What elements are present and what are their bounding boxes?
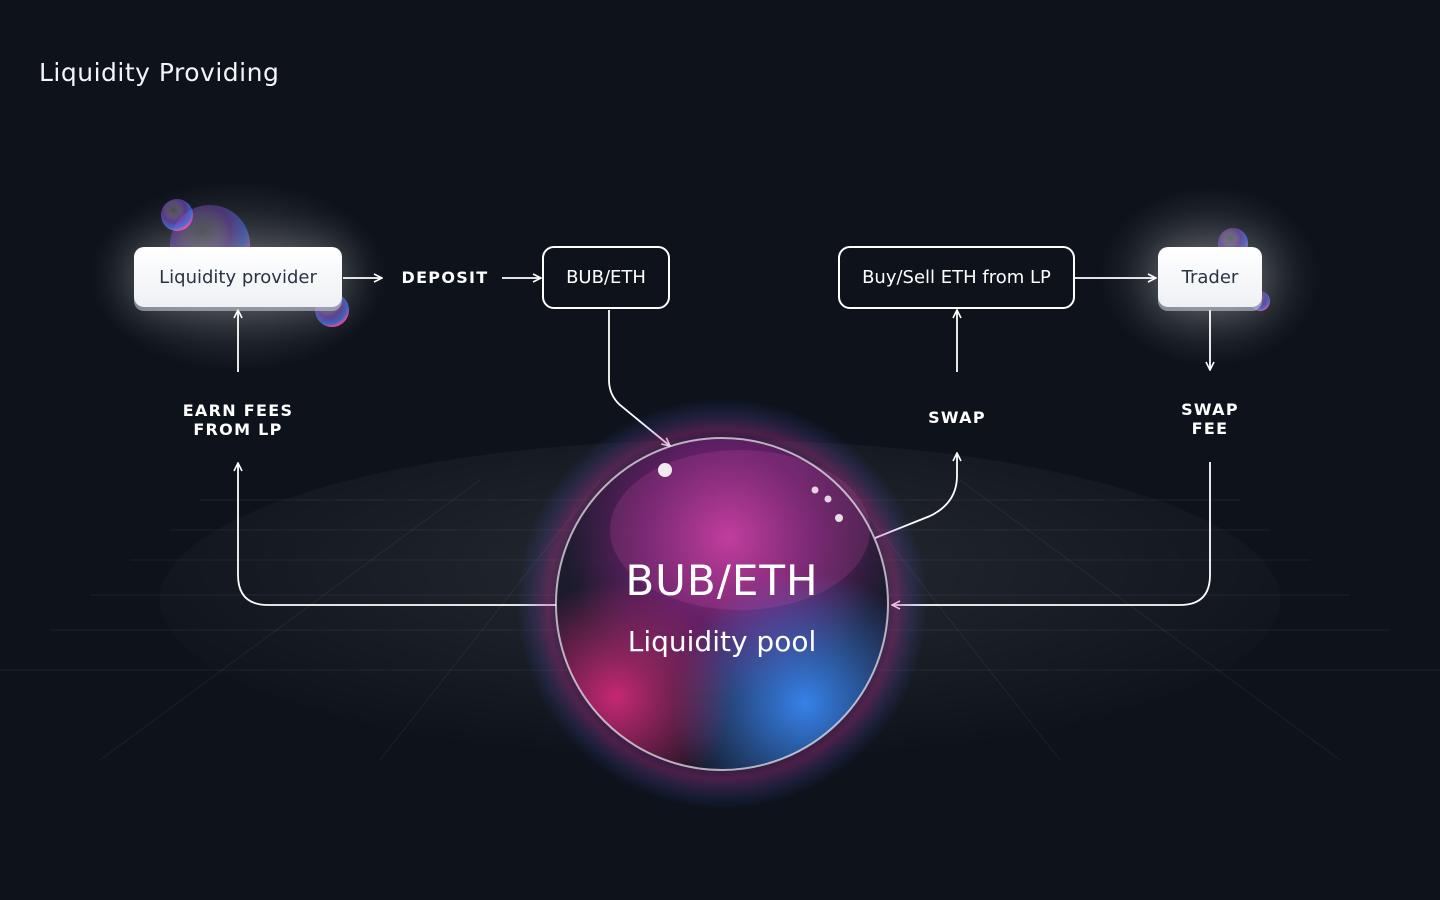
trader-node: Trader	[1158, 247, 1262, 307]
swap-fee-label: SWAP FEE	[1170, 400, 1250, 438]
earn-fees-label: EARN FEES FROM LP	[168, 401, 308, 439]
arrow-pool-to-earnfees	[238, 463, 556, 606]
earn-fees-line-1: EARN FEES	[182, 401, 294, 420]
arrow-bubeth-to-pool	[608, 310, 670, 446]
page-title: Liquidity Providing	[39, 58, 280, 87]
swap-label: SWAP	[928, 408, 986, 427]
liquidity-pool-sphere	[517, 399, 927, 809]
arrow-pool-to-swap	[874, 453, 957, 539]
pool-pair-label: BUB/ETH	[625, 556, 819, 605]
arrow-swapfee-to-pool	[892, 462, 1211, 605]
earn-fees-line-2: FROM LP	[193, 420, 283, 439]
bubble-icon	[161, 199, 193, 231]
liquidity-provider-node: Liquidity provider	[134, 247, 342, 307]
pool-type-label: Liquidity pool	[627, 625, 817, 658]
connectors	[238, 278, 1210, 605]
bub-eth-node: BUB/ETH	[542, 246, 670, 309]
swap-fee-line-1: SWAP	[1181, 400, 1239, 419]
swap-fee-line-2: FEE	[1191, 419, 1229, 438]
buy-sell-node: Buy/Sell ETH from LP	[838, 246, 1075, 309]
deposit-label: DEPOSIT	[401, 268, 489, 287]
